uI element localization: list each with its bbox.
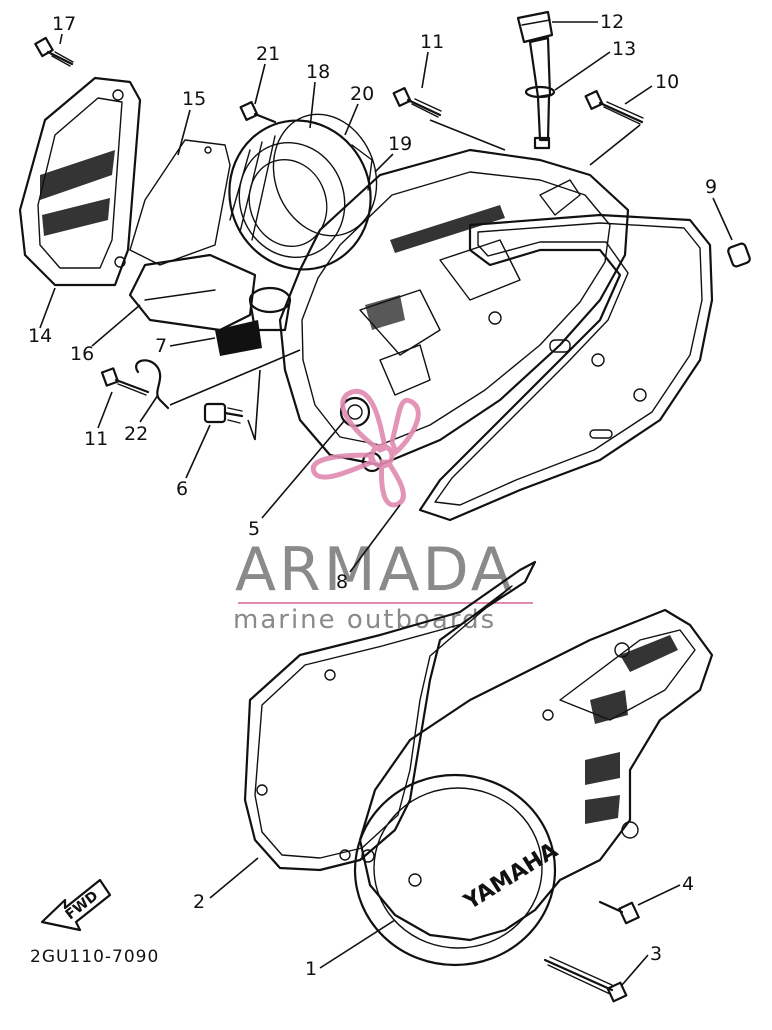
part-16-plate <box>128 253 257 332</box>
part-14-outer-cover <box>18 76 142 287</box>
part-18-round-cover <box>228 119 372 271</box>
part-17-bolt <box>34 36 74 67</box>
part-10-bolt <box>584 90 644 125</box>
cover-brand-yamaha: YAMAHA <box>459 838 562 915</box>
callout-9: 9 <box>705 176 717 198</box>
part-11-bolt-top <box>392 87 442 118</box>
callout-2: 2 <box>193 891 205 913</box>
part-21-bolt <box>239 101 277 124</box>
part-9-dowel <box>727 242 751 268</box>
part-22-clip <box>135 359 170 410</box>
part-2-gasket <box>243 560 537 872</box>
callout-12: 12 <box>600 11 624 33</box>
part-6-plug <box>203 402 244 424</box>
part-11-bolt-left <box>100 367 150 396</box>
part-12-filler-cap <box>516 10 554 99</box>
callout-8: 8 <box>336 571 348 593</box>
part-20-oring <box>272 113 378 237</box>
part-4-bolt <box>598 900 640 925</box>
callout-11-left: 11 <box>84 428 108 450</box>
part-15-gasket <box>129 139 231 266</box>
callout-18: 18 <box>306 61 330 83</box>
callout-1: 1 <box>305 958 317 980</box>
part-3-bolt <box>543 956 628 1003</box>
part-8-gasket <box>418 213 714 522</box>
callout-4: 4 <box>682 873 694 895</box>
callout-16: 16 <box>70 343 94 365</box>
propeller-logo-icon <box>310 388 421 508</box>
callout-13: 13 <box>612 38 636 60</box>
part-13-oring <box>524 85 556 150</box>
part-code: 2GU110-7090 <box>30 947 159 967</box>
callout-11-top: 11 <box>420 31 444 53</box>
part-7-damper <box>215 320 262 356</box>
watermark-subtitle: marine outboards <box>233 605 496 635</box>
callout-3: 3 <box>650 943 662 965</box>
callout-5: 5 <box>248 518 260 540</box>
callout-21: 21 <box>256 43 280 65</box>
part-1-main-cover: YAMAHA <box>353 608 714 967</box>
watermark-title: ARMADA <box>235 535 515 605</box>
crankcase-cover-main <box>248 148 630 473</box>
callout-14: 14 <box>28 325 52 347</box>
callout-19: 19 <box>388 133 412 155</box>
callout-10: 10 <box>655 71 679 93</box>
fwd-arrow-icon: FWD <box>40 878 112 932</box>
callout-20: 20 <box>350 83 374 105</box>
callout-7: 7 <box>155 335 167 357</box>
callouts: 17 15 21 18 20 19 11 12 13 10 9 14 16 7 … <box>28 11 733 986</box>
callout-22: 22 <box>124 423 148 445</box>
callout-6: 6 <box>176 478 188 500</box>
callout-17: 17 <box>52 13 76 35</box>
part-19-gasket <box>351 144 373 191</box>
armada-watermark: ARMADA marine outboards <box>233 388 533 635</box>
callout-15: 15 <box>182 88 206 110</box>
assembly-guide-lines <box>169 119 641 441</box>
